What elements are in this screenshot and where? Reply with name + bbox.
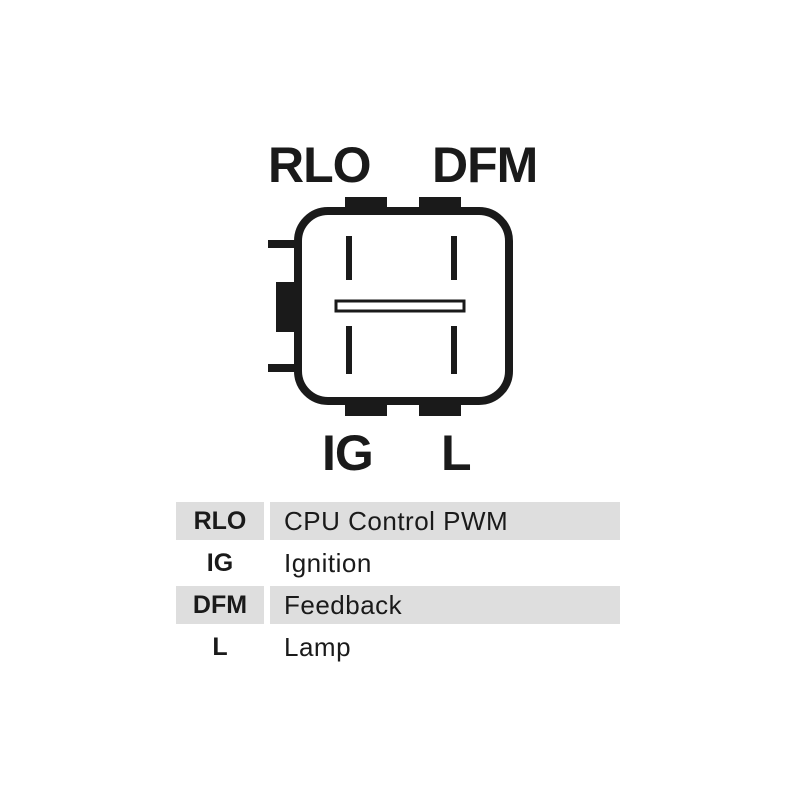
legend-gap	[264, 502, 270, 540]
pin-label-l: L	[441, 425, 472, 481]
legend-code: IG	[206, 548, 234, 577]
terminal-rlo	[346, 236, 352, 280]
legend-description: CPU Control PWM	[270, 502, 620, 540]
legend-row: IG Ignition	[176, 544, 620, 582]
pin-label-dfm: DFM	[432, 137, 538, 193]
legend-code: RLO	[176, 502, 264, 540]
terminal-ig	[346, 326, 352, 374]
terminal-dfm	[451, 236, 457, 280]
pin-label-ig: IG	[322, 425, 374, 481]
terminal-l	[451, 326, 457, 374]
legend-row: L Lamp	[176, 628, 620, 666]
legend-description: Feedback	[270, 586, 620, 624]
legend-description: Lamp	[284, 631, 352, 662]
key-bar	[334, 299, 466, 313]
legend-description: Ignition	[284, 547, 372, 578]
legend-gap	[264, 544, 270, 582]
legend-gap	[264, 628, 270, 666]
legend-gap	[264, 586, 270, 624]
legend-code: L	[212, 632, 228, 661]
legend-code: DFM	[176, 586, 264, 624]
pin-label-rlo: RLO	[268, 137, 372, 193]
